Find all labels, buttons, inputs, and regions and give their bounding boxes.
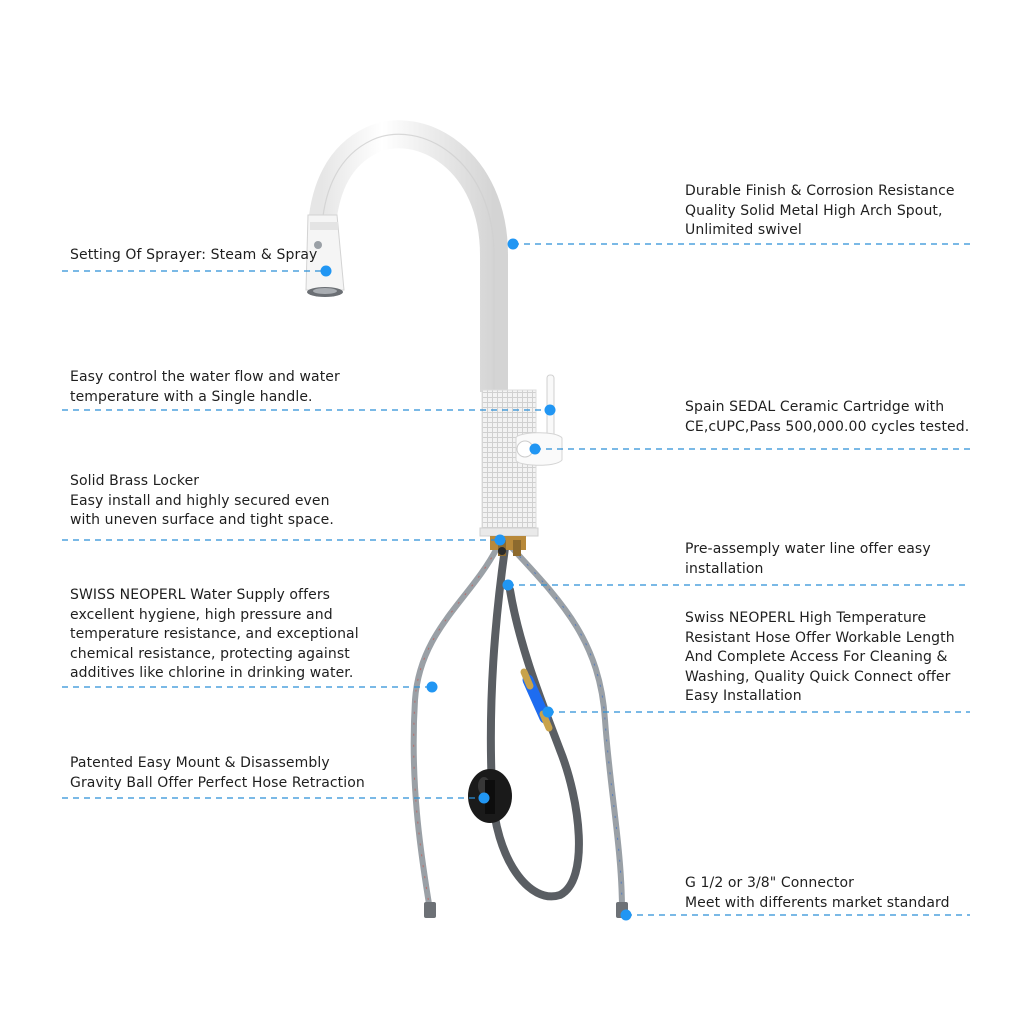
dot-gravity-ball [478, 792, 490, 804]
arch-spout [308, 120, 508, 392]
callout-line: CE,cUPC,Pass 500,000.00 cycles tested. [685, 418, 970, 435]
left-hose-fitting [424, 902, 436, 918]
callout-line: installation [685, 560, 764, 577]
callout-hose: Swiss NEOPERL High Temperature Resistant… [685, 609, 955, 707]
callout-line: Washing, Quality Quick Connect offer [685, 668, 951, 685]
callout-line: with uneven surface and tight space. [70, 512, 334, 528]
callout-sprayer: Setting Of Sprayer: Steam & Spray [70, 246, 317, 266]
callout-line: Unlimited swivel [685, 222, 802, 238]
callout-line: temperature with a Single handle. [70, 388, 313, 405]
callout-line: chemical resistance, protecting against [70, 645, 350, 662]
callout-spout: Durable Finish & Corrosion Resistance Qu… [685, 182, 955, 241]
callout-line: Easy control the water flow and water [70, 369, 340, 385]
gravity-ball [468, 769, 512, 823]
callout-connector: G 1/2 or 3/8" Connector Meet with differ… [685, 874, 950, 913]
callout-line: Easy install and highly secured even [70, 492, 330, 509]
callout-line: Patented Easy Mount & Disassembly [70, 755, 330, 771]
faucet-body [305, 120, 563, 556]
pullout-hose [486, 544, 583, 901]
callout-line: additives like chlorine in drinking wate… [70, 665, 354, 681]
callout-line: Durable Finish & Corrosion Resistance [685, 183, 955, 199]
supply-hoses [410, 544, 628, 918]
dot-water-supply [426, 681, 438, 693]
callout-water-line: Pre-assemply water line offer easy insta… [685, 540, 931, 579]
dot-locker [494, 534, 506, 546]
dot-handle [544, 404, 556, 416]
callout-line: excellent hygiene, high pressure and [70, 606, 333, 623]
callout-line: G 1/2 or 3/8" Connector [685, 875, 854, 891]
callout-line: Gravity Ball Offer Perfect Hose Retracti… [70, 774, 365, 791]
right-supply-hose [509, 545, 625, 913]
left-supply-hose [410, 545, 500, 913]
callout-water-supply: SWISS NEOPERL Water Supply offers excell… [70, 586, 359, 684]
dot-water-line [502, 579, 514, 591]
callout-line: Resistant Hose Offer Workable Length [685, 629, 955, 646]
callout-gravity-ball: Patented Easy Mount & Disassembly Gravit… [70, 754, 365, 793]
callout-line: Solid Brass Locker [70, 473, 200, 489]
callout-line: And Complete Access For Cleaning & [685, 649, 948, 665]
dot-connector [620, 909, 632, 921]
dot-cartridge [529, 443, 541, 455]
callout-line: SWISS NEOPERL Water Supply offers [70, 587, 331, 603]
callout-cartridge: Spain SEDAL Ceramic Cartridge with CE,cU… [685, 398, 969, 437]
callout-line: Pre-assemply water line offer easy [685, 541, 931, 557]
callout-line: Meet with differents market standard [685, 894, 950, 911]
callout-line: temperature resistance, and exceptional [70, 626, 359, 642]
dot-hose [542, 706, 554, 718]
dot-spout [507, 238, 519, 250]
callout-line: Spain SEDAL Ceramic Cartridge with [685, 399, 945, 415]
callout-line: Swiss NEOPERL High Temperature [685, 610, 927, 626]
callout-leaders [62, 243, 970, 916]
callout-dots [320, 238, 632, 921]
callout-line: Quality Solid Metal High Arch Spout, [685, 202, 943, 219]
callout-handle: Easy control the water flow and water te… [70, 368, 340, 407]
callout-locker: Solid Brass Locker Easy install and high… [70, 472, 334, 531]
dot-sprayer [320, 265, 332, 277]
callout-line: Setting Of Sprayer: Steam & Spray [70, 247, 318, 263]
callout-line: Easy Installation [685, 688, 802, 704]
